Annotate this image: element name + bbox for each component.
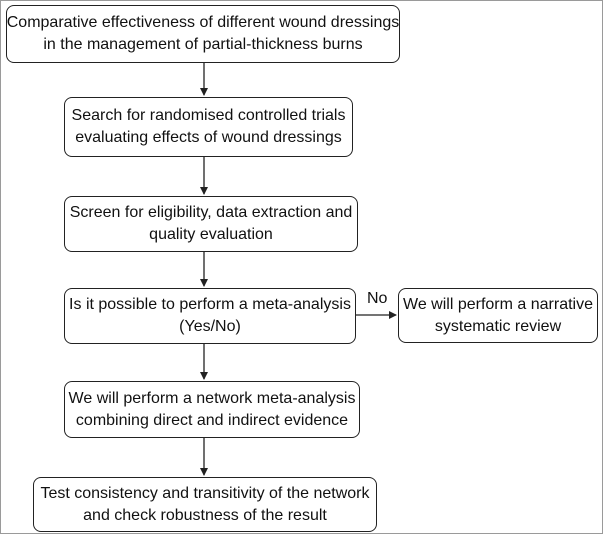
node-line: Comparative effectiveness of different w… (6, 14, 400, 31)
node-screen-eligibility: Screen for eligibility, data extraction … (64, 196, 358, 252)
node-research-question: Comparative effectiveness of different w… (6, 5, 400, 63)
node-line: Is it possible to perform a meta-analysi… (69, 296, 351, 313)
node-line: in the management of partial-thickness b… (43, 36, 363, 53)
node-line: evaluating effects of wound dressings (75, 129, 342, 146)
node-consistency-check: Test consistency and transitivity of the… (33, 477, 377, 532)
node-narrative-review: We will perform a narrative systematic r… (398, 288, 598, 343)
node-line: (Yes/No) (179, 318, 241, 335)
node-line: quality evaluation (149, 226, 273, 243)
node-line: We will perform a narrative (403, 295, 593, 313)
node-network-meta-analysis: We will perform a network meta-analysis … (64, 381, 360, 438)
node-search-trials: Search for randomised controlled trials … (64, 97, 353, 157)
node-line: combining direct and indirect evidence (75, 411, 349, 429)
node-line: Test consistency and transitivity of the… (40, 484, 370, 502)
node-line: systematic review (434, 317, 562, 335)
node-line: We will perform a network meta-analysis (68, 389, 356, 407)
edge-label-no: No (367, 290, 388, 307)
node-line: Search for randomised controlled trials (71, 107, 346, 124)
node-line: and check robustness of the result (83, 506, 327, 524)
node-line: Screen for eligibility, data extraction … (69, 204, 353, 221)
node-meta-analysis-decision: Is it possible to perform a meta-analysi… (64, 288, 356, 344)
